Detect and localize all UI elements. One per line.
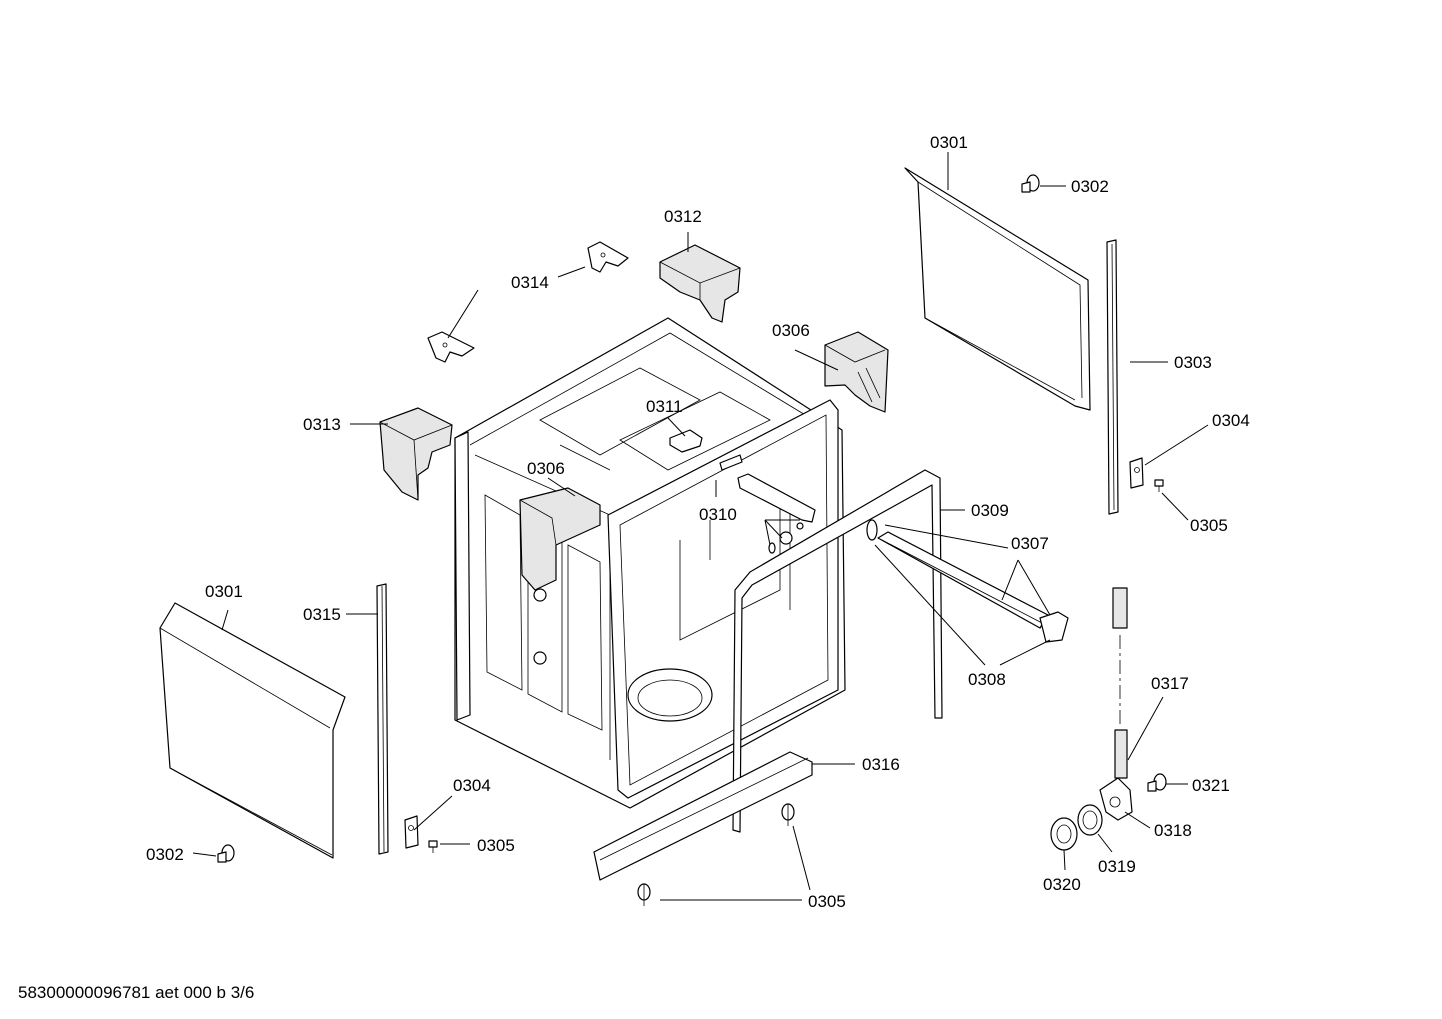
cover-box-mid <box>519 487 601 591</box>
label-0319: 0319 <box>1098 857 1136 876</box>
bracket-bottom <box>404 815 419 849</box>
hinge-bar-0310 <box>719 454 816 554</box>
ring-0319 <box>1077 804 1103 836</box>
screw-0305-center-b <box>637 883 651 906</box>
label-0309: 0309 <box>971 501 1009 520</box>
label-0313: 0313 <box>303 415 341 434</box>
label-0306-top: 0306 <box>772 321 810 340</box>
label-0302-top: 0302 <box>1071 177 1109 196</box>
side-panel-right <box>904 167 1091 411</box>
side-panel-left <box>159 602 346 859</box>
bracket-right <box>1129 457 1144 489</box>
leader-lines <box>192 152 1209 901</box>
side-strip-left <box>376 583 389 855</box>
label-0317: 0317 <box>1151 674 1189 693</box>
label-0318: 0318 <box>1154 821 1192 840</box>
screw-0321 <box>1147 773 1167 792</box>
label-0314: 0314 <box>511 273 549 292</box>
door-seal-0309 <box>732 469 943 833</box>
label-0306-mid: 0306 <box>527 459 565 478</box>
bracket-0314-bottom <box>427 331 475 363</box>
label-0320: 0320 <box>1043 875 1081 894</box>
fitting-0318 <box>1099 777 1133 821</box>
label-0310: 0310 <box>699 505 737 524</box>
rail-0307 <box>866 519 1069 643</box>
label-0305-right: 0305 <box>1190 516 1228 535</box>
label-0304-bottom: 0304 <box>453 776 491 795</box>
label-0308: 0308 <box>968 670 1006 689</box>
document-code: 58300000096781 aet 000 b 3/6 <box>18 983 254 1002</box>
cover-box-0313 <box>379 407 453 501</box>
label-0301-top: 0301 <box>930 133 968 152</box>
label-0301-left: 0301 <box>205 582 243 601</box>
label-0316: 0316 <box>862 755 900 774</box>
label-0305-bottom: 0305 <box>477 836 515 855</box>
label-0321: 0321 <box>1192 776 1230 795</box>
label-0302-left: 0302 <box>146 845 184 864</box>
bracket-0314-top <box>587 241 629 273</box>
cover-box-0312 <box>659 244 741 323</box>
screw-0305-center-a <box>781 803 795 826</box>
base-trim-0316 <box>593 751 813 881</box>
screw-0305-bottom <box>428 840 438 853</box>
label-0304-right: 0304 <box>1212 411 1250 430</box>
hose-0317 <box>1112 587 1128 779</box>
screw-0302-left <box>217 844 235 863</box>
cover-box-top <box>824 331 889 413</box>
screw-0305-right <box>1154 479 1164 492</box>
nut-0320 <box>1050 817 1078 851</box>
label-0311: 0311 <box>646 397 683 416</box>
label-0307: 0307 <box>1011 534 1049 553</box>
clip-0311 <box>669 429 703 453</box>
label-0303: 0303 <box>1174 353 1212 372</box>
label-0315: 0315 <box>303 605 341 624</box>
label-0305-center: 0305 <box>808 892 846 911</box>
side-strip-right <box>1106 239 1119 515</box>
label-0312: 0312 <box>664 207 702 226</box>
screw-0302-top <box>1021 174 1040 193</box>
part-labels: 0301 0302 0303 0304 0305 0306 0306 0307 … <box>146 133 1250 911</box>
